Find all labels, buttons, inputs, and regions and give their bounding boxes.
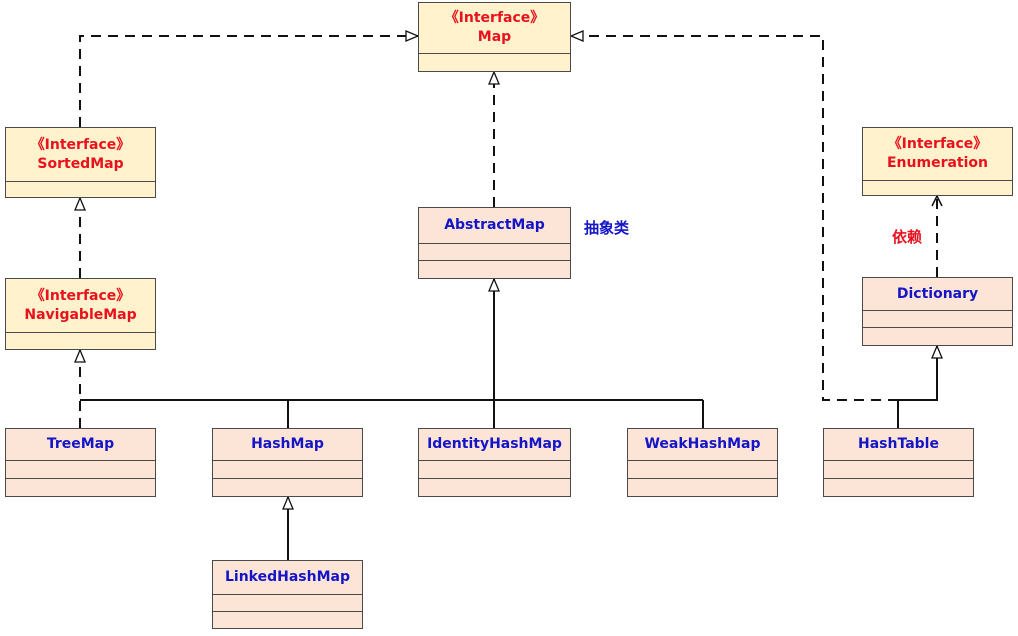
realization-hashtable-map: [571, 36, 898, 401]
abstractmap-class-box: AbstractMap: [418, 207, 571, 279]
hashtable-class-box: HashTable: [823, 428, 974, 497]
identityhashmap-name: IdentityHashMap: [427, 436, 562, 452]
treemap-name: TreeMap: [46, 436, 115, 452]
realization-sortedmap-map: [79, 36, 418, 127]
sortedmap-interface-box: 《Interface》 SortedMap: [5, 127, 156, 198]
map-interface-box: 《Interface》 Map: [418, 2, 571, 72]
sortedmap-stereotype: 《Interface》: [30, 136, 131, 153]
abstractmap-name: AbstractMap: [444, 217, 545, 233]
navigablemap-stereotype: 《Interface》: [30, 287, 131, 304]
enumeration-name: Enumeration: [886, 155, 988, 171]
map-stereotype: 《Interface》: [444, 10, 545, 26]
weakhashmap-class-box: WeakHashMap: [627, 428, 778, 497]
hashmap-class-box: HashMap: [212, 428, 363, 497]
identityhashmap-class-box: IdentityHashMap: [418, 428, 571, 497]
dictionary-name: Dictionary: [896, 285, 979, 302]
navigablemap-interface-box: 《Interface》 NavigableMap: [5, 278, 156, 350]
weakhashmap-name: WeakHashMap: [644, 436, 761, 452]
treemap-class-box: TreeMap: [5, 428, 156, 497]
dependency-note: 依赖: [892, 228, 923, 246]
linkedhashmap-name: LinkedHashMap: [224, 569, 350, 585]
map-name: Map: [477, 29, 512, 45]
inheritance-hashtable-dictionary: [897, 346, 937, 428]
dictionary-class-box: Dictionary: [862, 277, 1013, 346]
enumeration-stereotype: 《Interface》: [887, 136, 988, 152]
enumeration-interface-box: 《Interface》 Enumeration: [862, 127, 1013, 196]
hashtable-name: HashTable: [858, 436, 939, 452]
linkedhashmap-class-box: LinkedHashMap: [212, 560, 363, 629]
hashmap-name: HashMap: [251, 436, 324, 452]
navigablemap-name: NavigableMap: [24, 306, 137, 323]
abstract-class-note: 抽象类: [584, 219, 630, 237]
sortedmap-name: SortedMap: [37, 155, 124, 172]
